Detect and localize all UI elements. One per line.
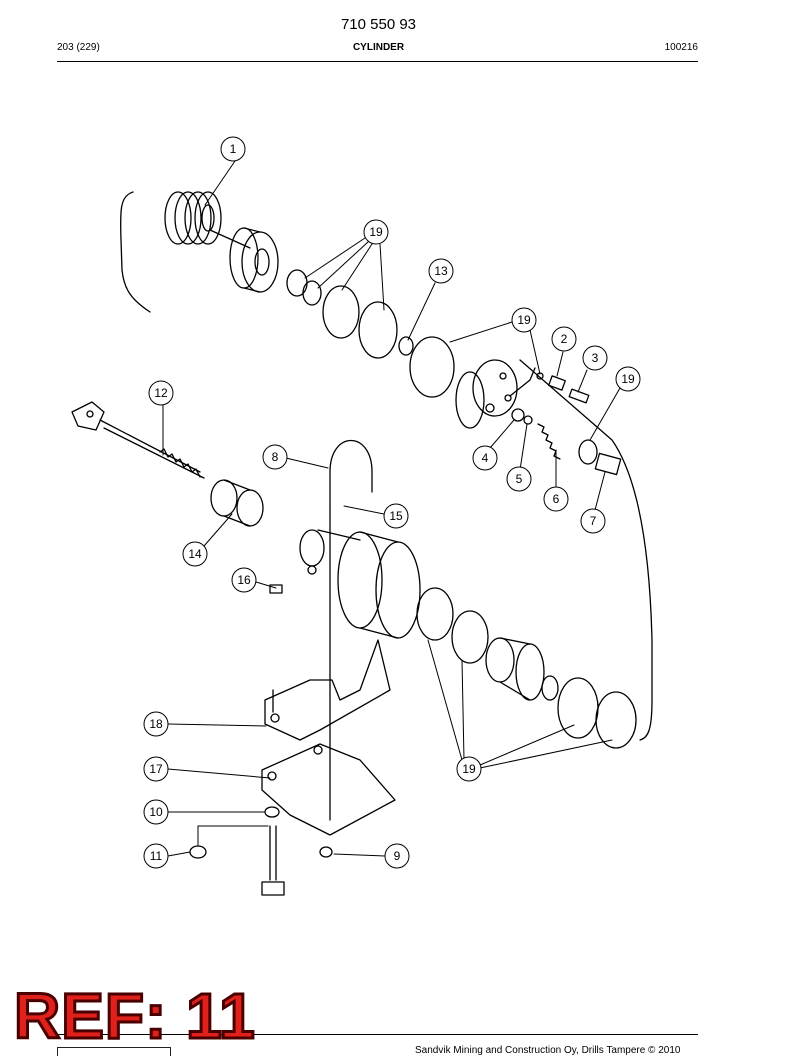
callout-6: 6 <box>553 492 560 506</box>
part-1-coil <box>164 191 251 249</box>
callout-8: 8 <box>272 450 279 464</box>
document-number: 710 550 93 <box>340 16 417 33</box>
footer-rule <box>57 1034 698 1035</box>
page-reference: 203 (229) <box>57 42 100 53</box>
end-ring <box>595 691 637 749</box>
mounting-bracket <box>261 639 396 836</box>
callout-16: 16 <box>237 573 251 587</box>
part-14-bushing <box>210 479 264 527</box>
callout-numbers: 1 19 13 19 2 3 19 12 4 5 6 7 8 15 14 16 … <box>149 142 635 863</box>
callout-15: 15 <box>389 509 403 523</box>
sandvik-logo <box>57 1047 171 1056</box>
assembly-outline <box>119 191 151 313</box>
callout-19c: 19 <box>621 372 635 386</box>
callout-18: 18 <box>149 717 163 731</box>
callout-17: 17 <box>149 762 163 776</box>
callout-19a: 19 <box>369 225 383 239</box>
callout-19b: 19 <box>517 313 531 327</box>
date-code: 100216 <box>664 42 698 53</box>
callout-1: 1 <box>230 142 237 156</box>
part-8-u-bolt <box>329 439 373 513</box>
callout-10: 10 <box>149 805 163 819</box>
callout-11: 11 <box>150 849 163 863</box>
callout-9: 9 <box>394 849 401 863</box>
lower-piston <box>485 637 559 701</box>
callout-3: 3 <box>592 351 599 365</box>
cylinder-body <box>269 529 421 639</box>
footer-copyright: Sandvik Mining and Construction Oy, Dril… <box>415 1045 681 1056</box>
callout-5: 5 <box>516 472 523 486</box>
bolt-hardware <box>189 689 333 896</box>
valve-body <box>455 359 536 429</box>
callout-4: 4 <box>482 451 489 465</box>
leader-lines <box>162 160 621 857</box>
seal-rings-lower <box>416 587 489 664</box>
callout-7: 7 <box>590 514 597 528</box>
callout-19d: 19 <box>462 762 476 776</box>
large-o-ring <box>409 336 455 398</box>
callout-12: 12 <box>154 386 168 400</box>
callout-circles <box>143 136 641 869</box>
callout-14: 14 <box>188 547 202 561</box>
part-12-rod <box>71 401 205 479</box>
small-fittings <box>511 372 622 476</box>
page-title: CYLINDER <box>352 42 405 53</box>
callout-2: 2 <box>561 332 568 346</box>
seal-rings-upper <box>286 269 414 359</box>
header-rule <box>57 61 698 62</box>
piston-head <box>229 227 279 293</box>
ref-stamp: REF: 11 <box>13 980 257 1052</box>
assembly-outline-right <box>519 359 653 741</box>
callout-13: 13 <box>434 264 448 278</box>
